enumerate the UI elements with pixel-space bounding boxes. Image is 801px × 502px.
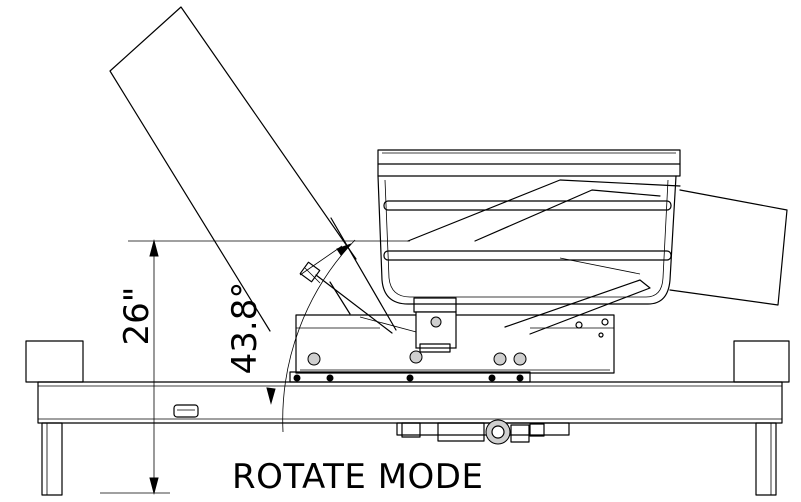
left-post (25, 340, 84, 383)
latch (173, 404, 199, 418)
right-leg (755, 422, 777, 496)
hopper-box (359, 149, 788, 353)
angle-dimension-label: 43.8° (225, 282, 265, 375)
pivot-hardware (396, 419, 570, 445)
bolt-heads (293, 318, 609, 382)
tilted-arm (109, 6, 397, 334)
mode-caption: ROTATE MODE (232, 457, 484, 497)
height-dimension-label: 26" (117, 287, 157, 346)
right-post (733, 340, 790, 383)
height-dimension: 26" (100, 239, 410, 495)
angle-dimension: 43.8° (225, 239, 356, 433)
left-leg (41, 422, 63, 496)
